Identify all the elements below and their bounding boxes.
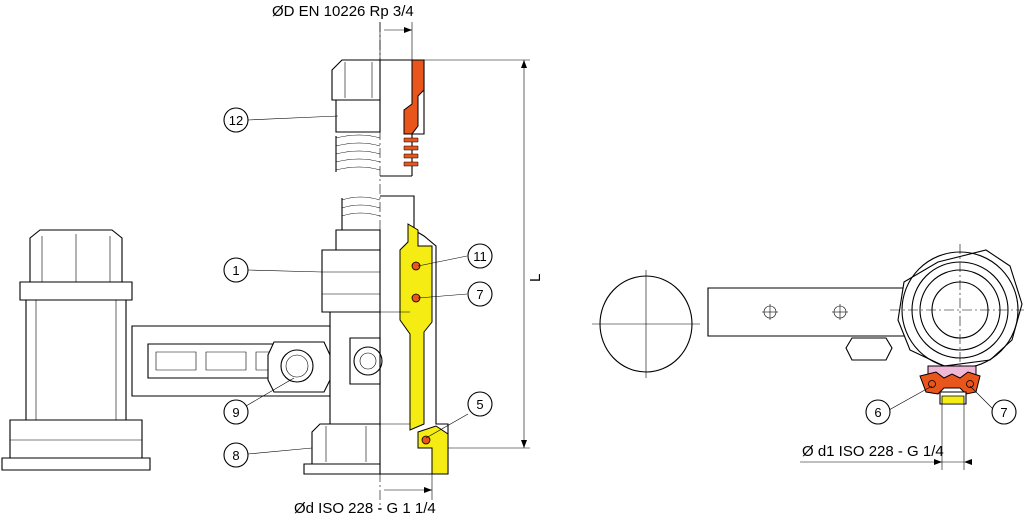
adapter-tool bbox=[1, 229, 151, 471]
orange-seal-section bbox=[403, 59, 425, 135]
callout-9: 9 bbox=[223, 399, 249, 425]
callout-1: 1 bbox=[223, 257, 249, 283]
bottom-thread-label: Ød ISO 228 - G 1 1/4 bbox=[294, 500, 436, 517]
end-view-circle bbox=[592, 270, 700, 378]
orange-seal-detail bbox=[919, 371, 981, 395]
lower-thread bbox=[341, 196, 381, 230]
top-view bbox=[707, 244, 1024, 380]
svg-text:11: 11 bbox=[473, 249, 487, 264]
svg-text:7: 7 bbox=[1000, 405, 1007, 420]
callout-leaders bbox=[245, 115, 469, 455]
top-dimension bbox=[379, 22, 413, 60]
svg-text:6: 6 bbox=[874, 405, 881, 420]
svg-text:7: 7 bbox=[476, 287, 483, 302]
callout-7: 7 bbox=[467, 281, 493, 307]
rail-nut bbox=[267, 341, 331, 393]
yellow-body-section bbox=[399, 223, 433, 431]
right-bottom-dimension bbox=[800, 404, 972, 470]
right-thread-label: Ø d1 ISO 228 - G 1/4 bbox=[802, 443, 944, 460]
svg-text:9: 9 bbox=[232, 405, 239, 420]
dimension-L-label: L bbox=[527, 274, 544, 282]
callout-7-right: 7 bbox=[991, 399, 1017, 425]
bottom-dimension bbox=[384, 474, 433, 500]
callout-6: 6 bbox=[865, 399, 891, 425]
callout-11: 11 bbox=[467, 243, 493, 269]
svg-text:12: 12 bbox=[229, 113, 243, 128]
callout-12: 12 bbox=[223, 107, 249, 133]
length-dimension bbox=[424, 59, 530, 449]
yellow-nut-section bbox=[417, 425, 449, 475]
svg-text:1: 1 bbox=[232, 263, 239, 278]
callout-5: 5 bbox=[467, 391, 493, 417]
bottom-valve-detail bbox=[919, 365, 981, 405]
callout-8: 8 bbox=[223, 442, 249, 468]
top-thread-label: ØD EN 10226 Rp 3/4 bbox=[272, 3, 414, 20]
upper-thread bbox=[335, 134, 381, 172]
valve-section bbox=[380, 59, 449, 475]
svg-text:8: 8 bbox=[232, 448, 239, 463]
svg-text:5: 5 bbox=[476, 397, 483, 412]
valve-body bbox=[303, 59, 383, 475]
orange-thread-rings bbox=[403, 137, 419, 167]
